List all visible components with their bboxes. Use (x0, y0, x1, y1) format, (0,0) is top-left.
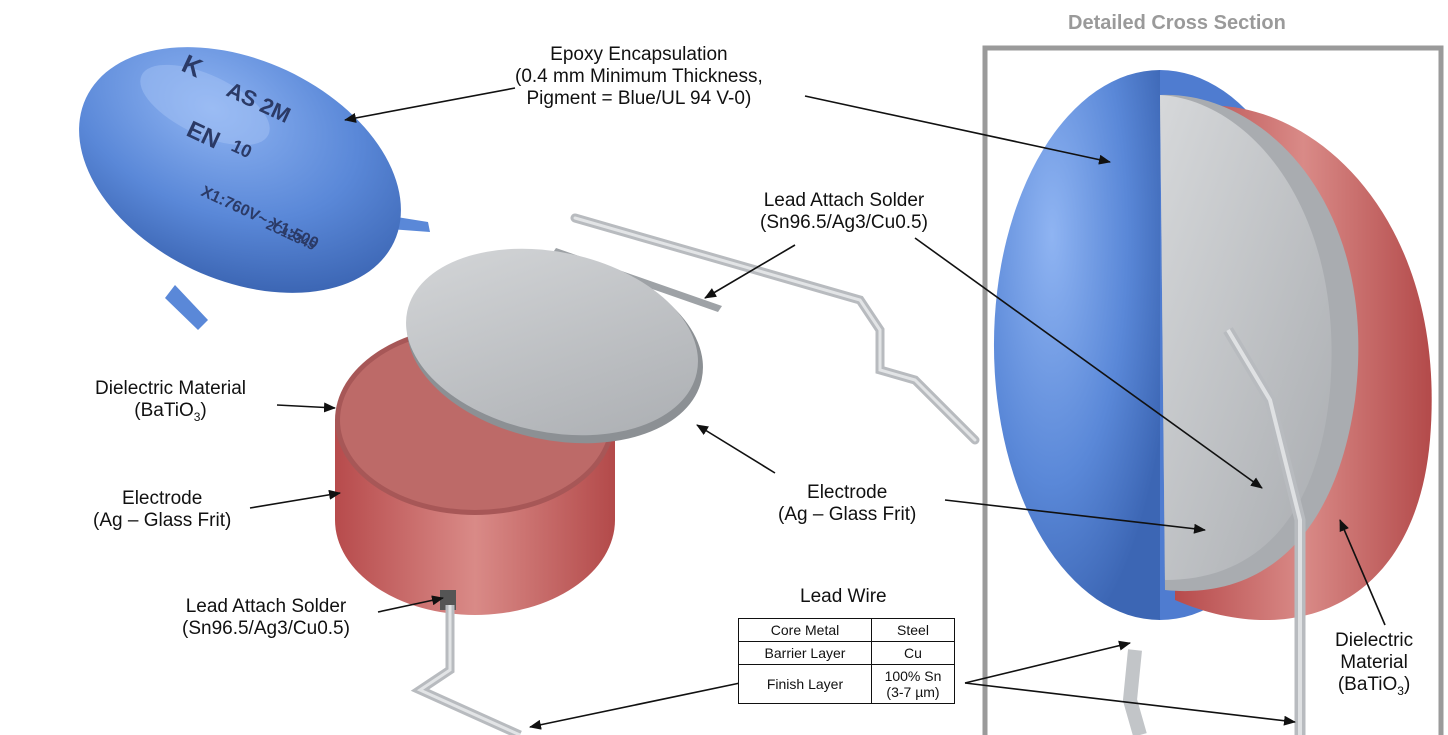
label-solder-top: Lead Attach Solder (Sn96.5/Ag3/Cu0.5) (760, 190, 928, 233)
label-epoxy: Epoxy Encapsulation (0.4 mm Minimum Thic… (515, 44, 763, 109)
layer-cell: Barrier Layer (738, 641, 872, 665)
epoxy-capsule (79, 47, 430, 330)
arrow-electrode-center (696, 424, 776, 474)
dielectric-disc (335, 325, 615, 615)
material-cell: Cu (871, 641, 955, 665)
layer-cell: Finish Layer (738, 664, 872, 704)
arrow-solder-to-section (914, 237, 1263, 489)
lead-wire-title: Lead Wire (800, 586, 887, 607)
arrow-lead-left (529, 682, 741, 730)
arrow-dielectric-right (1339, 519, 1386, 626)
label-dielectric-right: Dielectric Material (BaTiO3) (1335, 630, 1414, 698)
cross-section-detail (993, 70, 1432, 735)
layer-cell: Core Metal (738, 618, 872, 642)
arrow-epoxy-right (804, 95, 1111, 165)
label-dielectric-left: Dielectric Material (BaTiO3) (95, 378, 246, 424)
cross-section-frame (982, 45, 1444, 735)
section-title: Detailed Cross Section (1068, 12, 1286, 34)
label-electrode-left: Electrode (Ag – Glass Frit) (93, 488, 232, 531)
table-row: Barrier Layer Cu (738, 641, 955, 665)
arrow-lead-section-bottom (964, 682, 1296, 726)
label-electrode-center: Electrode (Ag – Glass Frit) (778, 482, 917, 525)
table-row: Core Metal Steel (738, 618, 955, 642)
arrow-dielectric-left (276, 402, 336, 413)
arrow-epoxy-left (344, 87, 516, 123)
arrow-solder-top (704, 244, 796, 299)
lead-wire-table: Core Metal Steel Barrier Layer Cu Finish… (738, 618, 955, 704)
leader-arrows (249, 87, 1386, 730)
table-row: Finish Layer 100% Sn (3-7 µm) (738, 664, 955, 704)
arrow-lead-section-top (964, 640, 1131, 684)
arrow-electrode-section (944, 499, 1206, 534)
arrow-electrode-left (249, 489, 341, 509)
bottom-lead-wire (410, 590, 522, 735)
material-cell: Steel (871, 618, 955, 642)
electrode-plate (406, 248, 703, 444)
material-cell: 100% Sn (3-7 µm) (871, 664, 955, 704)
arrow-solder-left (377, 595, 444, 613)
label-solder-left: Lead Attach Solder (Sn96.5/Ag3/Cu0.5) (182, 596, 350, 639)
